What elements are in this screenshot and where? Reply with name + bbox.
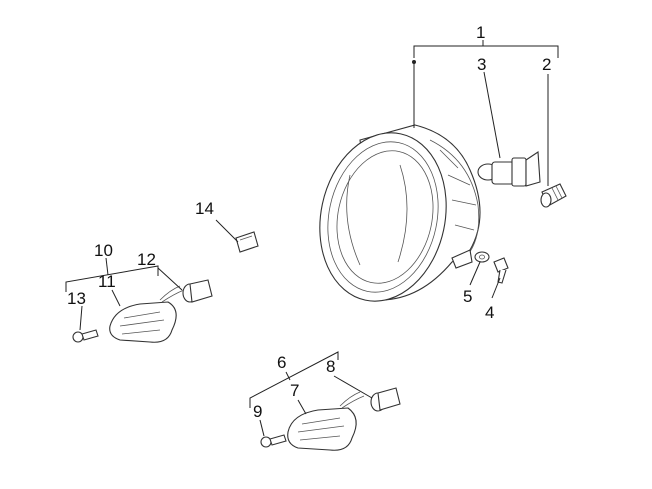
- parking-bulb: [540, 183, 567, 208]
- callout-9: 9: [253, 402, 262, 421]
- callout-11: 11: [98, 272, 116, 291]
- callout-8: 8: [326, 357, 335, 376]
- left-turn-signal: [109, 285, 185, 343]
- callout-5: 5: [463, 287, 472, 306]
- headlight-screw: [493, 257, 509, 284]
- right-turn-signal: [287, 391, 365, 451]
- callout-1: 1: [476, 23, 485, 42]
- callout-14: 14: [195, 199, 214, 218]
- headlight-assembly: [319, 124, 481, 302]
- right-turn-bulb: [370, 387, 401, 412]
- callout-13: 13: [67, 289, 86, 308]
- callout-7: 7: [290, 381, 299, 400]
- clip-nut: [235, 231, 259, 253]
- left-signal-screw: [72, 329, 99, 343]
- left-turn-bulb: [182, 279, 213, 303]
- leader-lines: [65, 40, 559, 437]
- callout-4: 4: [485, 303, 494, 322]
- callout-3: 3: [477, 55, 486, 74]
- washer: [474, 251, 490, 263]
- right-signal-screw: [260, 434, 287, 448]
- headlight-bulb: [477, 151, 541, 187]
- callout-6: 6: [277, 353, 286, 372]
- callout-10: 10: [94, 241, 113, 260]
- callout-2: 2: [542, 55, 551, 74]
- callout-12: 12: [137, 250, 156, 269]
- callouts: 1 2 3 4 5 6 7 8 9 10 11 12 13 14: [67, 23, 551, 421]
